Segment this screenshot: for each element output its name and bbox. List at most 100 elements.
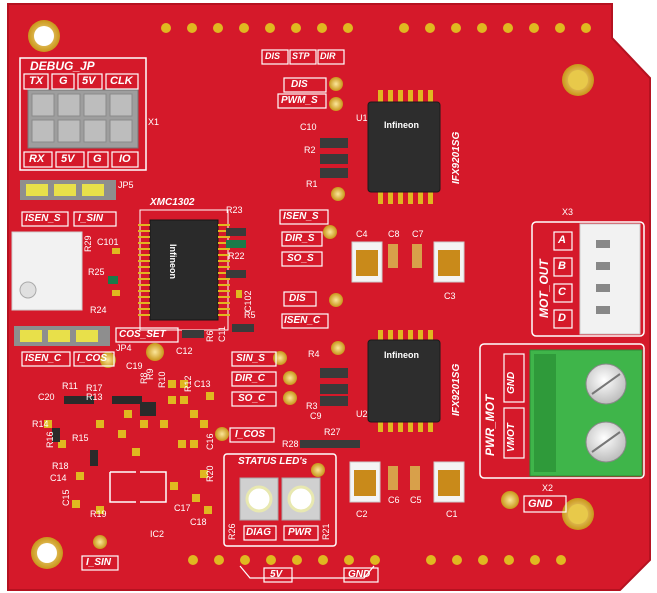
5v-top-label: 5V xyxy=(82,75,96,87)
x1-label: X1 xyxy=(148,117,160,127)
jp4-i-cos-label: I_COS xyxy=(77,353,108,364)
dir-c-label: DIR_C xyxy=(235,373,266,384)
jp5-isen-s-label: ISEN_S xyxy=(25,213,61,224)
r16-label: R16 xyxy=(45,431,55,448)
u2-driver-chip xyxy=(367,330,441,432)
g-top-label: G xyxy=(59,75,68,87)
status-leds-label: STATUS LED's xyxy=(238,456,308,467)
mot-out-outline xyxy=(531,221,645,337)
xmc-infineon-logo: Infineon xyxy=(168,244,178,279)
mounting-hole-bottom-left xyxy=(31,537,63,569)
so-c-label: SO_C xyxy=(238,393,266,404)
pwr-mot-outline xyxy=(479,343,645,479)
debug-jp-outline xyxy=(19,57,147,171)
u1-label: U1 xyxy=(356,113,368,123)
c6-label: C6 xyxy=(388,495,400,505)
capacitor-c3 xyxy=(433,241,465,283)
c101-label: C101 xyxy=(97,237,119,247)
pwm-s-label: PWM_S xyxy=(281,95,318,106)
x2-label: X2 xyxy=(542,483,554,493)
u1-part-label: IFX9201SG xyxy=(451,131,462,184)
c1-label: C1 xyxy=(446,509,458,519)
c102-label: C102 xyxy=(243,290,253,312)
r24-label: R24 xyxy=(90,305,107,315)
status-led-outline xyxy=(223,453,337,547)
isen-c-label: ISEN_C xyxy=(284,315,321,326)
pin-b-label: B xyxy=(558,260,566,272)
ic2-outline xyxy=(109,471,167,503)
tx-label: TX xyxy=(29,75,44,87)
jp5-jumper xyxy=(20,180,116,200)
board-outline xyxy=(7,3,651,591)
gnd-x2-label: GND xyxy=(528,498,553,510)
r26-label: R26 xyxy=(227,523,237,540)
dis-mid-label: DIS xyxy=(289,293,306,304)
jp4-jumper xyxy=(14,326,110,346)
c5-label: C5 xyxy=(410,495,422,505)
top-header-pins xyxy=(161,23,591,33)
c12-label: C12 xyxy=(176,346,193,356)
u2-infineon-logo: Infineon xyxy=(384,350,419,360)
r3-label: R3 xyxy=(306,401,318,411)
r28-label: R28 xyxy=(282,439,299,449)
gnd-terminal-label: GND xyxy=(506,371,517,394)
capacitor-c8 xyxy=(388,244,398,268)
jp5-label: JP5 xyxy=(118,180,134,190)
5v-bot-label: 5V xyxy=(61,153,75,165)
r1-label: R1 xyxy=(306,179,318,189)
isen-s-label: ISEN_S xyxy=(283,211,319,222)
left-white-connector xyxy=(11,231,83,311)
r20-label: R20 xyxy=(205,465,215,482)
led-pwr xyxy=(281,477,321,521)
r14-label: R14 xyxy=(32,419,49,429)
jp4-isen-c-label: ISEN_C xyxy=(25,353,62,364)
mounting-hole-top-left xyxy=(28,20,60,52)
diag-label: DIAG xyxy=(246,527,271,538)
led-diag xyxy=(239,477,279,521)
r2-label: R2 xyxy=(304,145,316,155)
c14-label: C14 xyxy=(50,473,67,483)
jp4-label: JP4 xyxy=(116,343,132,353)
pwr-mot-label: PWR_MOT xyxy=(483,394,497,456)
c18-label: C18 xyxy=(190,517,207,527)
xmc1302-chip xyxy=(138,219,230,321)
mounting-hole-top-right xyxy=(562,64,594,96)
x3-connector xyxy=(579,223,641,335)
c17-label: C17 xyxy=(174,503,191,513)
jp5-i-sin-label: I_SIN xyxy=(78,213,104,224)
r4-label: R4 xyxy=(308,349,320,359)
pin-d-label: D xyxy=(558,312,566,324)
c7-label: C7 xyxy=(412,229,424,239)
c10-label: C10 xyxy=(300,122,317,132)
clk-label: CLK xyxy=(110,75,133,87)
capacitor-c7 xyxy=(412,244,422,268)
c19-label: C19 xyxy=(126,361,143,371)
stp-label: STP xyxy=(292,51,310,61)
xmc1302-label: XMC1302 xyxy=(150,197,195,208)
i-cos-label: I_COS xyxy=(235,429,266,440)
g-bot-label: G xyxy=(93,153,102,165)
u1-driver-chip xyxy=(367,90,441,204)
ic2-label: IC2 xyxy=(150,529,165,539)
r11-label: R11 xyxy=(62,381,78,391)
debug-jp-connector xyxy=(27,89,139,149)
vmot-label: VMOT xyxy=(506,423,517,452)
capacitor-c6 xyxy=(388,466,398,490)
c20-label: C20 xyxy=(38,392,55,402)
r15-label: R15 xyxy=(72,433,89,443)
debug-jp-label: DEBUG_JP xyxy=(30,59,95,73)
so-s-label: SO_S xyxy=(287,253,314,264)
c8-label: C8 xyxy=(388,229,400,239)
cos-set-label: COS_SET xyxy=(119,329,166,340)
c16-label: C16 xyxy=(205,433,215,450)
r5-label: R5 xyxy=(244,310,256,320)
bottom-header-pins xyxy=(188,555,566,565)
5v-bottom-label: 5V xyxy=(270,569,283,580)
pwr-mot-terminal xyxy=(529,349,643,477)
rx-label: RX xyxy=(29,153,45,165)
mot-out-label: MOT_OUT xyxy=(537,259,551,318)
r21-label: R21 xyxy=(321,523,331,540)
i-sin-bottom-label: I_SIN xyxy=(86,557,112,568)
c11-label: C11 xyxy=(217,326,227,342)
r6-label: R6 xyxy=(205,330,215,342)
